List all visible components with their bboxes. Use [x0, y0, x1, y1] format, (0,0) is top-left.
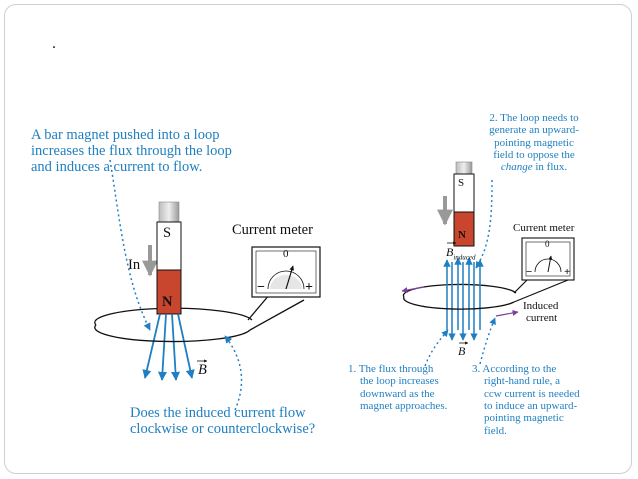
right-callout-note3 — [479, 317, 496, 365]
right-note-3: 3. According to the right-hand rule, a c… — [472, 363, 592, 437]
left-callout-bottom — [224, 335, 243, 411]
right-note-2-emphasis: change — [500, 161, 533, 174]
right-magnet-handle — [455, 161, 473, 175]
left-caption-bottom-line: Does the induced current flow — [130, 405, 306, 421]
right-induced-current-label: Induced current — [523, 300, 558, 324]
right-meter-minus: − — [526, 266, 533, 278]
right-meter-needle — [547, 255, 553, 273]
right-b-induced-main: B — [446, 245, 454, 259]
right-ccw-arrow-left — [401, 286, 425, 293]
left-wire-2 — [249, 299, 305, 331]
left-caption-top-line: and induces a current to flow. — [31, 159, 203, 176]
left-b-label: B — [198, 362, 207, 378]
right-note-3-line: right-hand rule, a — [484, 375, 561, 388]
right-callout-note1 — [424, 329, 449, 367]
right-note-3-line: field. — [484, 424, 507, 437]
right-note-2-line: change in flux. — [474, 161, 594, 173]
right-magnet-s-label: S — [458, 177, 465, 189]
right-meter-plus: + — [564, 266, 571, 278]
right-note-3-line: 3. According to the — [472, 363, 557, 375]
right-meter-label: Current meter — [513, 222, 575, 234]
left-caption-top: A bar magnet pushed into a loop increase… — [31, 127, 232, 176]
right-note-1: 1. The flux through the loop increases d… — [348, 363, 458, 412]
left-meter-needle — [285, 265, 295, 290]
left-caption-top-line: increases the flux through the loop — [31, 143, 232, 160]
left-meter-label: Current meter — [232, 222, 313, 238]
left-meter-zero: 0 — [283, 248, 289, 260]
right-wire-2 — [513, 279, 569, 303]
left-field-line-4 — [177, 313, 195, 379]
right-note-3-line: to induce an upward- — [484, 399, 578, 412]
left-meter-dial — [267, 270, 305, 290]
left-loop-front — [94, 324, 251, 343]
right-loop-back — [402, 283, 517, 298]
right-induced-current-line: current — [526, 312, 558, 324]
right-note-2-line: generate an upward- — [489, 124, 579, 137]
left-caption-top-line: A bar magnet pushed into a loop — [31, 127, 220, 143]
left-field-line-1 — [142, 313, 161, 379]
right-note-1-line: 1. The flux through — [348, 363, 434, 375]
right-note-1-line: downward as the — [360, 387, 435, 400]
right-note-1-line: magnet approaches. — [360, 399, 448, 412]
right-note-2-line: 2. The loop needs to — [489, 112, 579, 124]
left-meter-minus: − — [257, 280, 265, 295]
bullet-mark: . — [52, 35, 56, 52]
left-magnet-s-label: S — [163, 225, 172, 241]
left-meter-plus: + — [305, 280, 313, 295]
right-wire-1 — [513, 278, 529, 294]
right-note-2-line: pointing magnetic — [494, 136, 574, 149]
right-meter-zero: 0 — [545, 239, 550, 249]
right-ccw-arrow-right — [495, 310, 519, 317]
left-callout-top — [109, 159, 151, 331]
left-magnet-north — [156, 269, 182, 315]
right-b-label: B — [458, 344, 466, 358]
right-note-1-line: the loop increases — [360, 375, 439, 388]
right-magnet-n-label: N — [458, 229, 466, 241]
right-note-3-line: ccw current is needed — [484, 387, 580, 400]
left-magnet-handle — [158, 201, 180, 223]
right-note-3-line: pointing magnetic — [484, 412, 564, 425]
left-caption-bottom-line: clockwise or counterclockwise? — [130, 421, 316, 438]
right-meter-dial — [534, 258, 562, 273]
right-induced-current-line: Induced — [523, 300, 559, 312]
right-note-2-rest: in flux. — [532, 161, 568, 174]
left-caption-bottom: Does the induced current flow clockwise … — [130, 405, 315, 437]
right-loop-front — [403, 296, 515, 310]
left-in-label: In — [128, 257, 141, 273]
left-magnet-n-label: N — [162, 294, 173, 310]
left-field-line-2 — [157, 313, 167, 381]
left-wire-1 — [247, 293, 271, 321]
right-b-induced-label: Binduced — [446, 245, 476, 261]
right-note-2: 2. The loop needs to generate an upward-… — [474, 112, 594, 174]
right-magnet-north — [453, 211, 475, 247]
right-callout-note2 — [475, 179, 493, 269]
left-field-line-3 — [171, 313, 181, 381]
right-note-2-line: field to oppose the — [493, 148, 575, 161]
right-b-induced-sub: induced — [453, 253, 476, 262]
